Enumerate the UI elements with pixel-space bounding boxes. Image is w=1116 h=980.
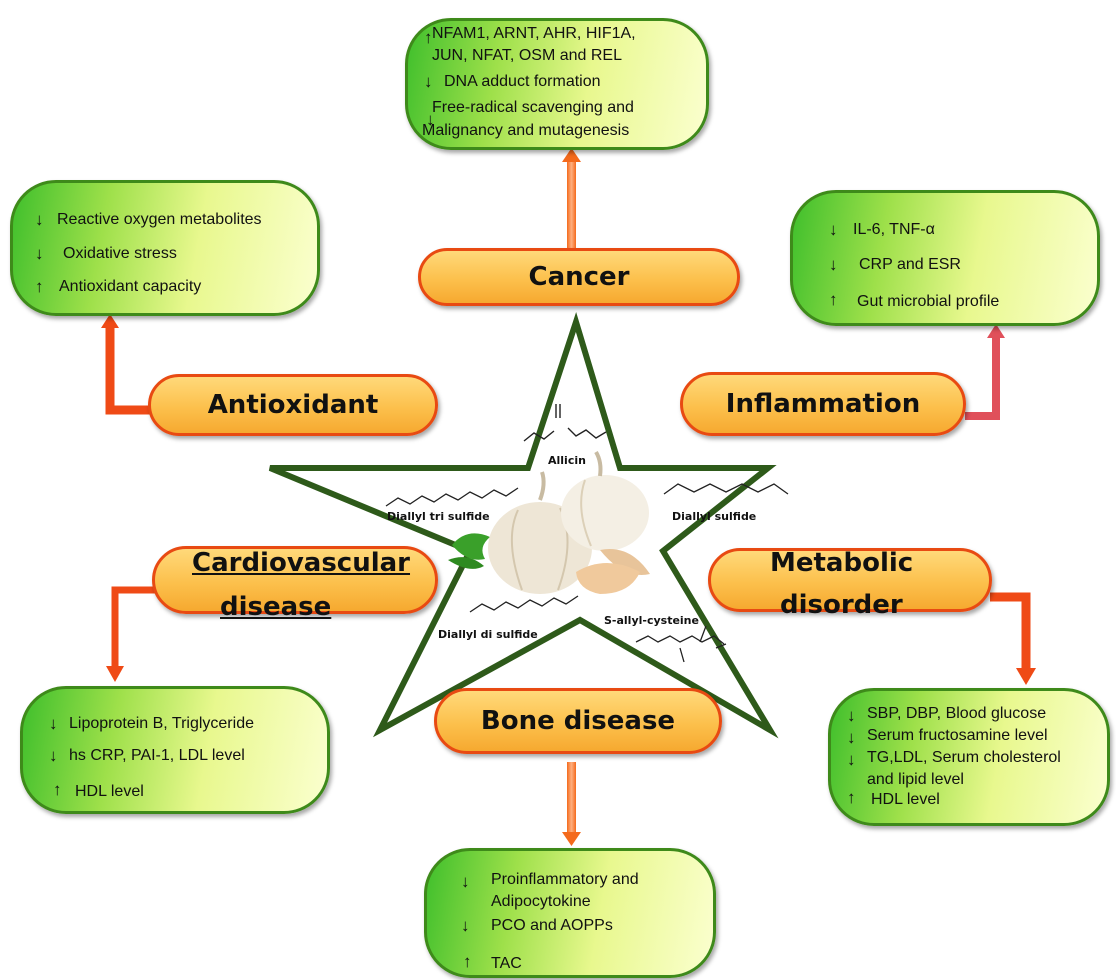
category-label-metabolic-line2: disorder <box>780 590 903 620</box>
effect-text: NFAM1, ARNT, AHR, HIF1A, <box>432 25 636 42</box>
up-arrow-icon: ↑ <box>463 952 472 971</box>
down-arrow-icon: ↓ <box>35 210 44 229</box>
effect-text: Reactive oxygen metabolites <box>57 211 262 228</box>
diallyl-tri-sulfide-structure <box>385 487 519 507</box>
connector-cardio <box>106 586 155 682</box>
diallyl-sulfide-structure <box>663 483 789 495</box>
effect-text: Lipoprotein B, Triglyceride <box>69 715 254 732</box>
down-arrow-icon: ↓ <box>426 110 435 129</box>
connector-inflammation <box>965 324 1005 420</box>
category-label-cardio-line1: Cardiovascular <box>192 548 411 578</box>
category-label-metabolic-line1: Metabolic <box>770 548 914 578</box>
effect-text: and lipid level <box>867 771 964 788</box>
effects-box-antioxidant: ↓ Reactive oxygen metabolites ↓ Oxidativ… <box>10 180 320 316</box>
down-arrow-icon: ↓ <box>49 746 58 765</box>
effects-box-inflammation: ↓ IL-6, TNF-α ↓ CRP and ESR ↑ Gut microb… <box>790 190 1100 326</box>
down-arrow-icon: ↓ <box>424 72 433 91</box>
s-allyl-cysteine-structure <box>635 625 727 663</box>
connector-metabolic <box>990 592 1036 685</box>
effect-text: SBP, DBP, Blood glucose <box>867 705 1047 722</box>
effect-text: Serum fructosamine level <box>867 727 1048 744</box>
connector-antioxidant <box>101 314 150 415</box>
effect-text: CRP and ESR <box>859 256 961 273</box>
effect-text: TAC <box>491 955 522 972</box>
category-label-cardio-line2: disease <box>220 592 332 622</box>
category-metabolic <box>708 548 992 612</box>
up-arrow-icon: ↑ <box>847 788 856 807</box>
diallyl-di-sulfide-structure <box>469 595 579 613</box>
down-arrow-icon: ↓ <box>847 728 856 747</box>
category-bone: Bone disease <box>434 688 722 754</box>
effects-box-metabolic: ↓ SBP, DBP, Blood glucose ↓ Serum fructo… <box>828 688 1110 826</box>
down-arrow-icon: ↓ <box>847 750 856 769</box>
category-cardiovascular <box>152 546 438 614</box>
connector-cancer <box>562 148 581 250</box>
compound-label-allicin: Allicin <box>548 454 586 467</box>
effects-box-cancer: ↑ NFAM1, ARNT, AHR, HIF1A, JUN, NFAT, OS… <box>405 18 709 150</box>
compound-label-diallyl-tri-sulfide: Diallyl tri sulfide <box>387 510 490 523</box>
up-arrow-icon: ↑ <box>424 28 433 47</box>
effect-text: Gut microbial profile <box>857 293 1000 310</box>
effects-box-bone: ↓ Proinflammatory and Adipocytokine ↓ PC… <box>424 848 716 978</box>
compound-label-diallyl-di-sulfide: Diallyl di sulfide <box>438 628 538 641</box>
effect-text: Antioxidant capacity <box>59 278 202 295</box>
effect-text: JUN, NFAT, OSM and REL <box>432 47 622 64</box>
effect-text: HDL level <box>75 783 144 800</box>
category-cancer: Cancer <box>418 248 740 306</box>
down-arrow-icon: ↓ <box>847 706 856 725</box>
effect-text: Malignancy and mutagenesis <box>422 122 630 139</box>
effect-text: hs CRP, PAI-1, LDL level <box>69 747 245 764</box>
compound-label-s-allyl-cysteine: S-allyl-cysteine <box>604 614 699 627</box>
up-arrow-icon: ↑ <box>35 277 44 296</box>
down-arrow-icon: ↓ <box>829 255 838 274</box>
down-arrow-icon: ↓ <box>49 714 58 733</box>
down-arrow-icon: ↓ <box>461 916 470 935</box>
allicin-structure <box>523 404 607 442</box>
category-inflammation: Inflammation <box>680 372 966 436</box>
effects-box-cardio: ↓ Lipoprotein B, Triglyceride ↓ hs CRP, … <box>20 686 330 814</box>
effect-text: Oxidative stress <box>63 245 177 262</box>
down-arrow-icon: ↓ <box>829 220 838 239</box>
up-arrow-icon: ↑ <box>829 290 838 309</box>
category-antioxidant: Antioxidant <box>148 374 438 436</box>
effect-text: IL-6, TNF-α <box>853 221 935 238</box>
effect-text: Free-radical scavenging and <box>432 99 634 116</box>
connector-bone <box>562 762 581 846</box>
compound-label-diallyl-sulfide: Diallyl sulfide <box>672 510 757 523</box>
effect-text: HDL level <box>871 791 940 808</box>
effect-text: PCO and AOPPs <box>491 917 613 934</box>
down-arrow-icon: ↓ <box>461 872 470 891</box>
garlic-illustration <box>448 450 650 594</box>
effect-text: TG,LDL, Serum cholesterol <box>867 749 1061 766</box>
effect-text: DNA adduct formation <box>444 73 601 90</box>
effect-text: Adipocytokine <box>491 893 591 910</box>
up-arrow-icon: ↑ <box>53 780 62 799</box>
effect-text: Proinflammatory and <box>491 871 639 888</box>
down-arrow-icon: ↓ <box>35 244 44 263</box>
